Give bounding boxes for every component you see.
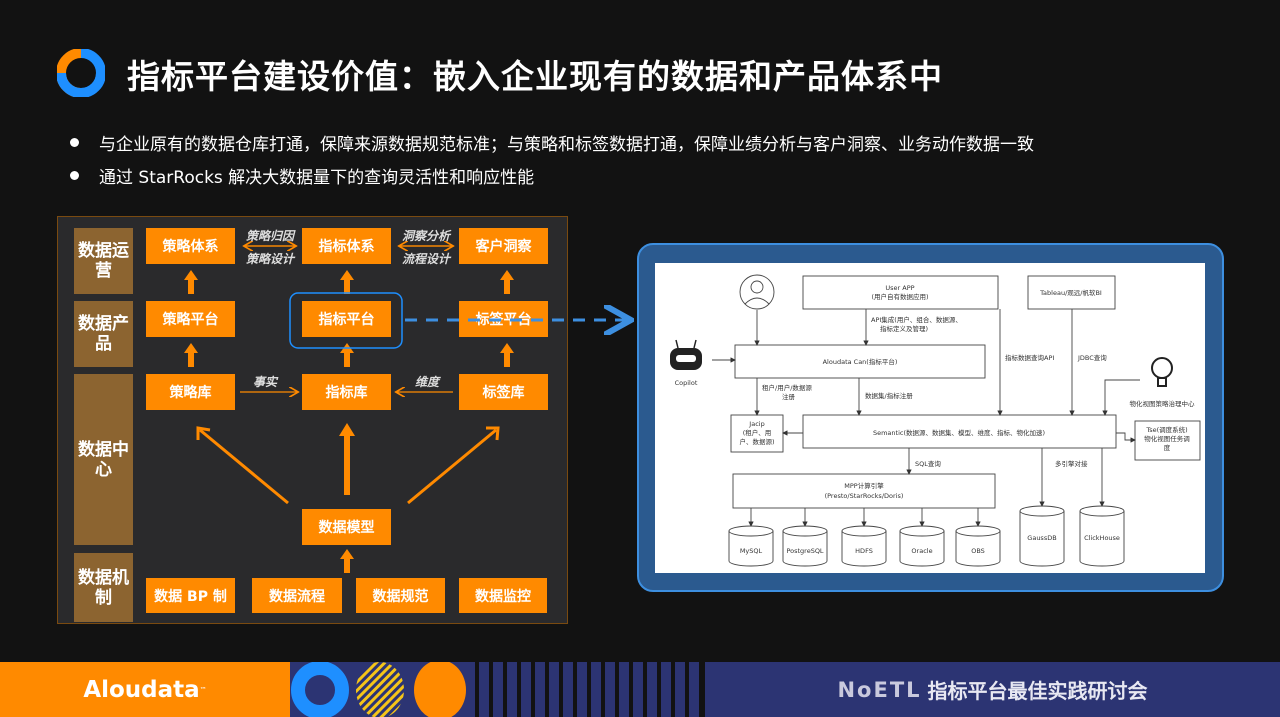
- page-title: 指标平台建设价值：嵌入企业现有的数据和产品体系中: [127, 57, 943, 96]
- box-strategy-platform: 策略平台: [146, 301, 235, 337]
- edge-label: 维度: [414, 375, 439, 389]
- svg-text:HDFS: HDFS: [855, 547, 873, 555]
- svg-text:ClickHouse: ClickHouse: [1084, 534, 1120, 542]
- svg-text:Aloudata Can(指标平台): Aloudata Can(指标平台): [823, 357, 898, 366]
- right-diagram: User APP(用户自有数据应用) Tableau/观远/帆软BI Copil…: [670, 274, 1201, 567]
- row-label-ops: 数据运营: [74, 228, 133, 294]
- event-title: 指标平台最佳实践研讨会: [927, 679, 1148, 703]
- architecture-screenshot: [655, 263, 1205, 573]
- left-arrows: [184, 0, 514, 573]
- row-label-mechanism: 数据机制: [74, 553, 133, 622]
- box-customer-insight: 客户洞察: [459, 228, 548, 264]
- box-metric-platform: 指标平台: [302, 301, 391, 337]
- bullet-1: 与企业原有的数据仓库打通，保障来源数据规范标准；与策略和标签数据打通，保障业绩分…: [70, 130, 1034, 155]
- lightbulb-icon: [1151, 357, 1173, 387]
- box-strategy-lib: 策略库: [146, 374, 235, 410]
- bullet-2: 通过 StarRocks 解决大数据量下的查询灵活性和响应性能: [70, 163, 534, 188]
- svg-text:物化视图策略治理中心: 物化视图策略治理中心: [1130, 399, 1196, 408]
- svg-text:Jacip: Jacip: [748, 420, 764, 428]
- svg-text:(用户自有数据应用): (用户自有数据应用): [871, 292, 928, 301]
- footer-event: NoETL 指标平台最佳实践研讨会: [705, 662, 1280, 717]
- svg-text:SQL查询: SQL查询: [915, 459, 941, 468]
- box-tag-lib: 标签库: [459, 374, 548, 410]
- architecture-panel: [57, 216, 568, 624]
- box-mechanism: 数据规范: [356, 578, 445, 613]
- box-mechanism: 数据 BP 制: [146, 578, 235, 613]
- noetl-logo: NoETL: [837, 677, 922, 702]
- svg-text:注册: 注册: [782, 392, 796, 401]
- svg-text:租户/用户/数据源: 租户/用户/数据源: [762, 383, 812, 392]
- svg-text:指标定义及管理): 指标定义及管理): [880, 324, 928, 333]
- svg-text:GaussDB: GaussDB: [1027, 534, 1056, 542]
- trademark: ™: [199, 685, 207, 694]
- svg-text:数据集/指标注册: 数据集/指标注册: [865, 391, 913, 400]
- brand-logo: Aloudata: [83, 676, 200, 703]
- svg-text:(Presto/StarRocks/Doris): (Presto/StarRocks/Doris): [825, 492, 904, 500]
- box-strategy-system: 策略体系: [146, 228, 235, 264]
- row-label-center: 数据中心: [74, 374, 133, 545]
- svg-text:多引擎对接: 多引擎对接: [1055, 459, 1088, 468]
- svg-text:OBS: OBS: [971, 547, 985, 555]
- svg-text:User APP: User APP: [885, 284, 914, 292]
- svg-text:(租户、用: (租户、用: [743, 428, 772, 437]
- copilot-robot-icon: [670, 339, 702, 370]
- box-metric-lib: 指标库: [302, 374, 391, 410]
- svg-text:JDBC查询: JDBC查询: [1077, 353, 1107, 362]
- svg-text:PostgreSQL: PostgreSQL: [786, 547, 823, 555]
- row-label-products: 数据产品: [74, 301, 133, 367]
- svg-text:度: 度: [1164, 443, 1171, 452]
- svg-text:MySQL: MySQL: [740, 547, 763, 555]
- footer-decoration: [290, 662, 705, 717]
- dashed-link-arrow: [405, 0, 640, 640]
- svg-text:Semantic(数据源、数据集、模型、维度、指标、物化加速: Semantic(数据源、数据集、模型、维度、指标、物化加速): [873, 428, 1045, 437]
- edge-label: 流程设计: [401, 252, 450, 266]
- svg-text:MPP计算引擎: MPP计算引擎: [844, 481, 884, 490]
- svg-text:Copilot: Copilot: [675, 379, 698, 387]
- edge-label: 策略设计: [245, 252, 294, 266]
- edge-label: 策略归因: [245, 229, 294, 243]
- svg-text:Tse(调度系统): Tse(调度系统): [1145, 425, 1187, 434]
- box-mechanism: 数据流程: [252, 578, 342, 613]
- edge-label: 事实: [252, 375, 277, 389]
- svg-text:Tableau/观远/帆软BI: Tableau/观远/帆软BI: [1039, 288, 1102, 297]
- slide-logo-icon: [57, 49, 105, 97]
- edge-label: 洞察分析: [401, 229, 450, 243]
- box-metric-system: 指标体系: [302, 228, 391, 264]
- svg-text:指标数据查询API: 指标数据查询API: [1005, 353, 1054, 362]
- svg-text:API集成(用户、组合、数据源、: API集成(用户、组合、数据源、: [871, 315, 962, 324]
- svg-text:物化视图任务调: 物化视图任务调: [1144, 434, 1190, 443]
- svg-text:户、数据源): 户、数据源): [739, 437, 774, 446]
- box-mechanism: 数据监控: [459, 578, 547, 613]
- box-data-model: 数据模型: [302, 509, 391, 545]
- svg-text:Oracle: Oracle: [911, 547, 932, 555]
